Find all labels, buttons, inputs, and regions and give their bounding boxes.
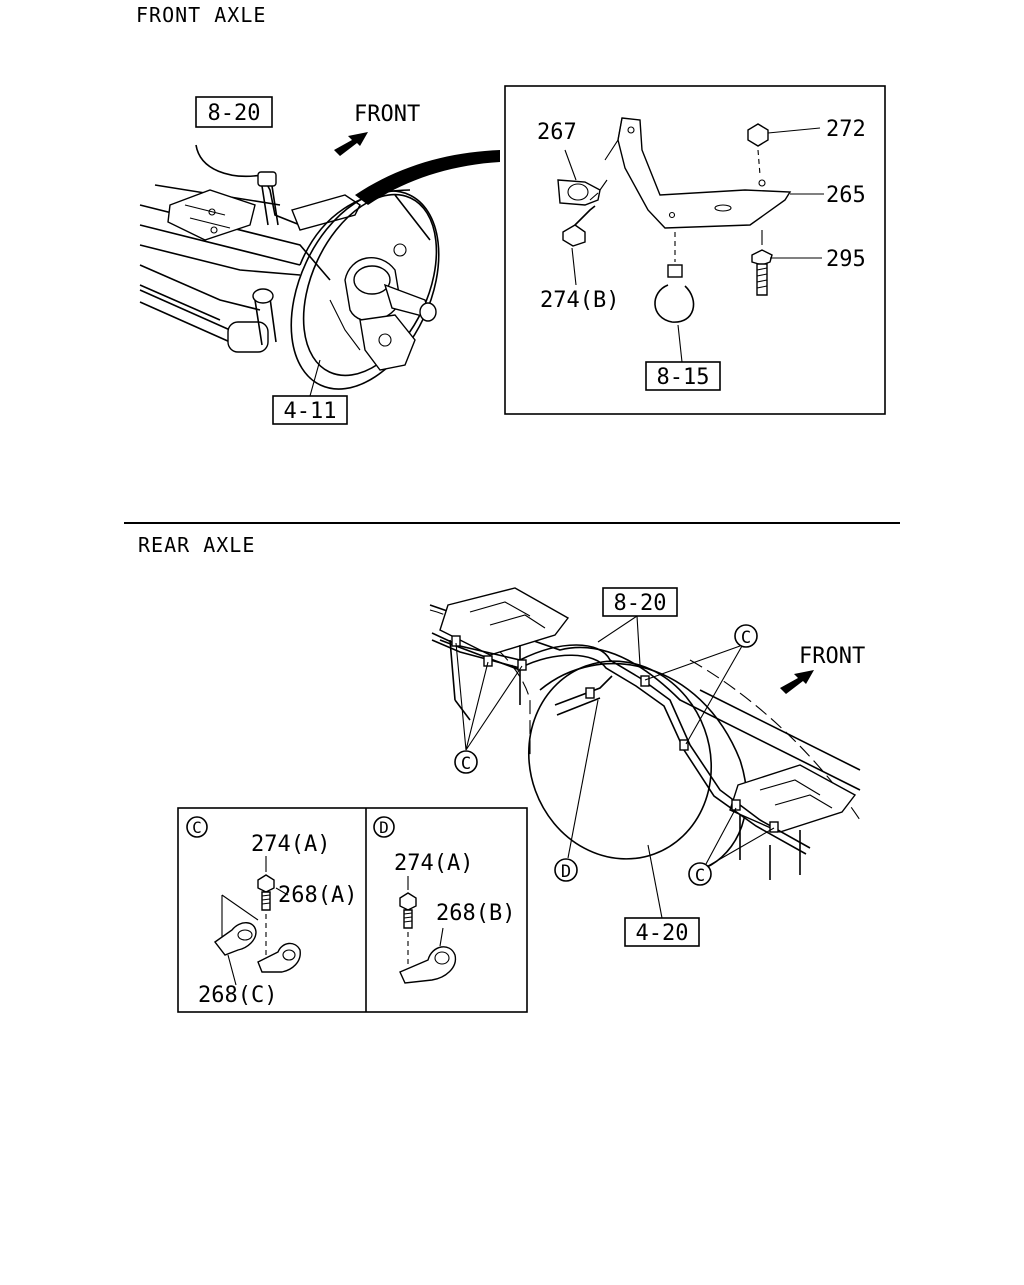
part-274b-label: 274(B) <box>540 288 619 313</box>
front-axle-title: FRONT AXLE <box>136 3 266 27</box>
svg-text:4-11: 4-11 <box>284 399 337 424</box>
detail-d-tag: D <box>379 818 389 837</box>
rear-axle-title: REAR AXLE <box>138 533 255 557</box>
svg-text:8-20: 8-20 <box>208 101 261 126</box>
ref-box-4-11: 4-11 <box>272 359 348 425</box>
part-272-label: 272 <box>826 117 866 142</box>
detail-c-268c: 268(C) <box>198 983 277 1008</box>
svg-text:8-20: 8-20 <box>614 591 667 616</box>
ref-box-8-20-rear: 8-20 <box>597 587 678 666</box>
svg-text:4-20: 4-20 <box>636 921 689 946</box>
detail-c-tag: C <box>192 818 202 837</box>
detail-c-274a: 274(A) <box>251 832 330 857</box>
svg-text:C: C <box>741 628 751 648</box>
rear-direction-label: FRONT <box>799 644 865 669</box>
callout-c-top-right: C <box>644 624 758 745</box>
part-295-label: 295 <box>826 247 866 272</box>
svg-text:C: C <box>461 754 471 774</box>
callout-c-bottom-right: C <box>688 807 775 886</box>
detail-d-268b: 268(B) <box>436 901 515 926</box>
part-265-label: 265 <box>826 183 866 208</box>
rear-axle-illustration <box>429 587 861 880</box>
part-267-label: 267 <box>537 120 577 145</box>
ref-box-8-15: 8-15 <box>657 365 710 390</box>
ref-box-8-20-front: 8-20 <box>195 96 273 128</box>
front-axle-illustration <box>139 144 500 390</box>
front-detail-box: 267 272 265 295 274(B) 8-15 <box>504 85 886 415</box>
detail-c-268a: 268(A) <box>278 883 357 908</box>
detail-d-274a: 274(A) <box>394 851 473 876</box>
svg-text:D: D <box>561 862 571 882</box>
front-direction-indicator: FRONT <box>334 102 420 156</box>
rear-direction-indicator: FRONT <box>780 644 865 694</box>
detail-box-c-d: C 274(A) 268(A) 268(C) D 274(A) 268(B) <box>177 807 528 1013</box>
front-direction-label: FRONT <box>354 102 420 127</box>
callout-d: D <box>554 699 599 882</box>
ref-box-4-20: 4-20 <box>624 844 700 947</box>
svg-text:C: C <box>695 866 705 886</box>
callout-c-left: C <box>454 642 523 774</box>
